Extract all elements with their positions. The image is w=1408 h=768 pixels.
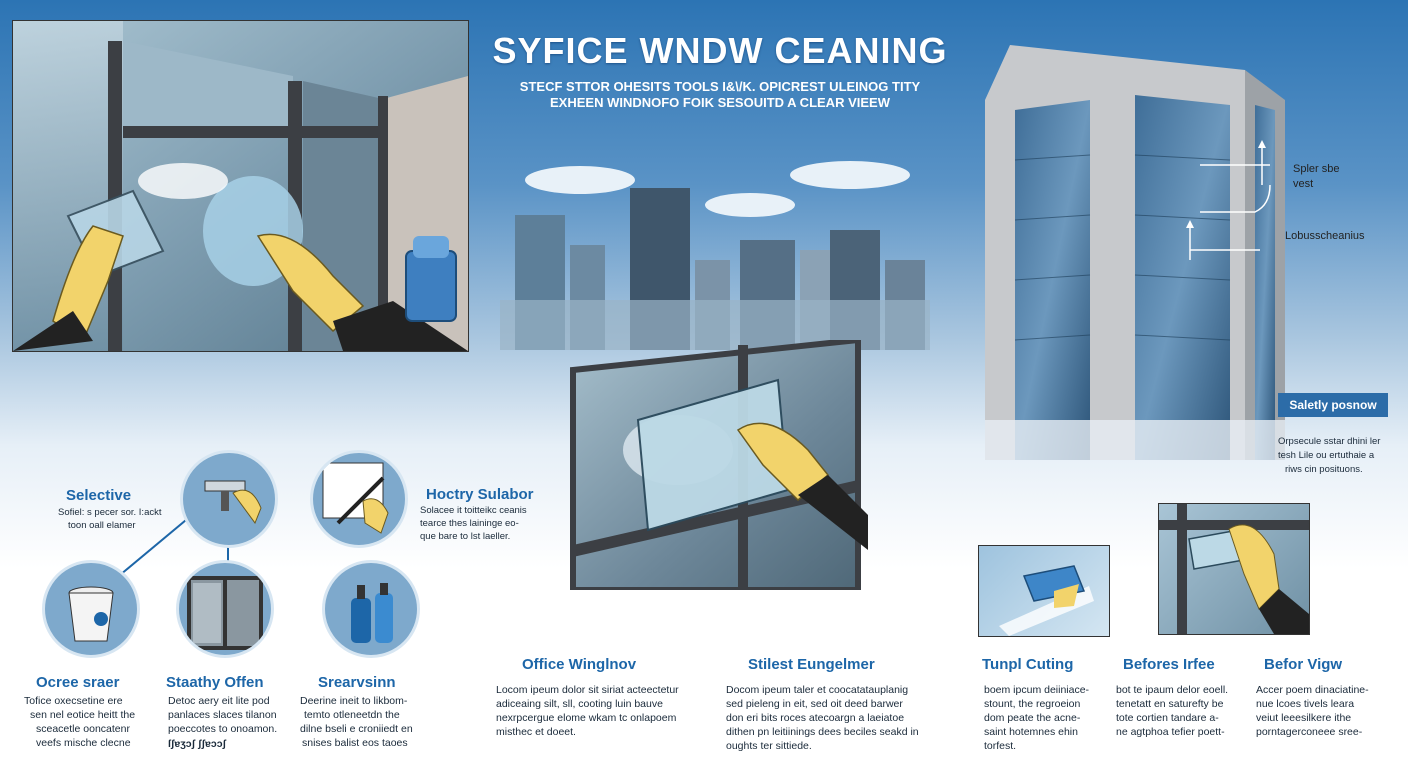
befor-text-1: Accer poem dinaciatine- <box>1256 684 1369 696</box>
safety-note-3: riws cin posituons. <box>1285 464 1363 475</box>
sponge-icon <box>999 565 1094 636</box>
befores-text-3: tote cortien tandare a- <box>1116 712 1219 724</box>
bucket-circle <box>42 560 140 658</box>
window-wipe-icon <box>1159 504 1309 634</box>
callout-arrows <box>1180 140 1280 290</box>
stilest-text-5: oughts ter sittiede. <box>726 740 812 752</box>
office-building-illustration <box>985 40 1285 460</box>
safety-badge: Saletly posnow <box>1278 393 1388 417</box>
bucket-icon <box>68 586 114 642</box>
befor-text-4: porntagerconeee sree- <box>1256 726 1363 738</box>
wiping-window-illustration <box>1158 503 1310 635</box>
ocree-text-4: veefs mische clecne <box>36 737 131 749</box>
window-scene-graphic <box>13 21 468 351</box>
wiping-hand-icon <box>322 462 389 534</box>
sponge-illustration <box>978 545 1110 637</box>
subtitle-line-1: STECF STTOR OHESITS TOOLS I&\/K. OPICRES… <box>519 79 921 94</box>
hoctry-text-1: Solacee it toitteikc ceanis <box>420 505 527 516</box>
staathy-text-3: poeccotes to onoamon. <box>168 723 278 735</box>
hoctry-title: Hoctry Sulabor <box>426 486 534 503</box>
staathy-text-1: Detoc aery eit lite pod <box>168 695 270 707</box>
callout-label-1b: vest <box>1293 178 1314 190</box>
befor-text-2: nue lcoes tivels leara <box>1256 698 1355 710</box>
window-cleaning-illustration <box>12 20 469 352</box>
stilest-text-2: sed pieleng in eit, sed oit deed barwer <box>726 698 903 710</box>
building-graphic <box>985 45 1285 460</box>
stilest-text-1: Docom ipeum taler et coocatatauplanig <box>726 684 909 696</box>
ocree-text-3: sceacetle ooncatenr <box>36 723 130 735</box>
tunpl-text-3: dom peate the acne- <box>984 712 1081 724</box>
office-title: Office Winglnov <box>522 656 637 673</box>
center-window-graphic <box>570 336 868 593</box>
tunpl-text-2: stount, the regroeion <box>984 698 1081 710</box>
safety-note-1: Orpsecule sstar dhini ler <box>1278 436 1381 447</box>
center-window-illustration <box>568 336 868 593</box>
page-title: SYFICE WNDW CEANING <box>492 30 948 71</box>
srear-title: Srearvsinn <box>318 674 396 691</box>
ocree-text-2: sen nel eotice heitt the <box>30 709 136 721</box>
stilest-text-3: don eri bits roces atecoargn a laeiatoe <box>726 712 905 724</box>
subtitle-line-2: EXHEEN WINDNOFO FOIK SESOUITD A CLEAR VI… <box>550 95 890 110</box>
staathy-text-4: ſʃɐʒɔʃ ʃʃɐɔɔʃ <box>168 738 227 750</box>
srear-text-3: dilne bseli e croniiedt en <box>300 723 413 735</box>
office-text-4: misthec et doeet. <box>496 726 576 738</box>
spray-bottle-icon <box>351 583 393 643</box>
tunpl-text-1: boem ipcum deiiniace- <box>984 684 1090 696</box>
hoctry-text-3: que bare to lst laeller. <box>420 531 511 542</box>
befores-text-2: tenetatt en saturefty be <box>1116 698 1224 710</box>
window-frame-circle <box>176 560 274 658</box>
ocree-title: Ocree sraer <box>36 674 120 691</box>
befores-title: Befores Irfee <box>1123 656 1215 673</box>
office-text-1: Locom ipeum dolor sit siriat acteectetur <box>496 684 679 696</box>
befores-text-4: ne agtphoa tefier poett- <box>1116 726 1225 738</box>
stilest-text-4: dithen pn leitiinings dees beciles seakd… <box>726 726 919 738</box>
hoctry-text-2: tearce thes laininge eo- <box>420 518 519 529</box>
tunpl-title: Tunpl Cuting <box>982 656 1074 673</box>
squeegee-icon <box>204 480 262 525</box>
city-skyline <box>500 150 930 350</box>
safety-note-2: tesh Lile ou ertuthaie a <box>1278 450 1375 461</box>
staathy-title: Staathy Offen <box>166 674 264 691</box>
tunpl-text-5: torfest. <box>984 740 1017 752</box>
skyline-graphic <box>500 161 930 350</box>
srear-text-4: snises balist eos taoes <box>302 737 408 749</box>
srear-text-2: temto otleneetdn the <box>304 709 400 721</box>
ocree-text-1: Tofice oxecsetine ere <box>24 695 123 707</box>
arrow-icon <box>1186 140 1271 260</box>
stilest-title: Stilest Eungelmer <box>748 656 875 673</box>
window-frame-icon <box>187 576 263 650</box>
callout-label-1: Spler sbe <box>1293 163 1340 175</box>
srear-text-1: Deerine ineit to likbom- <box>300 695 408 707</box>
squeegee-circle <box>180 450 278 548</box>
selective-text-2: toon oall elamer <box>68 520 136 531</box>
tunpl-text-4: saint hotemnes ehin <box>984 726 1078 738</box>
office-text-2: adiceaing silt, sll, cooting luin bauve <box>496 698 663 710</box>
callout-label-2: Lobusscheanius <box>1285 230 1365 242</box>
spray-bottles-circle <box>322 560 420 658</box>
hand-squeegee-circle <box>310 450 408 548</box>
selective-title: Selective <box>66 487 132 504</box>
selective-text-1: Sofiel: s pecer sor. I:ackt <box>58 507 162 518</box>
befores-text-1: bot te ipaum delor eoell. <box>1116 684 1229 696</box>
befor-text-3: veiut leeesilkere ithe <box>1256 712 1352 724</box>
staathy-text-2: panlaces slaces tilanon <box>168 709 277 721</box>
befor-title: Befor Vigw <box>1264 656 1343 673</box>
office-text-3: nexrpcergue elome wkam tc onlapoem <box>496 712 677 724</box>
